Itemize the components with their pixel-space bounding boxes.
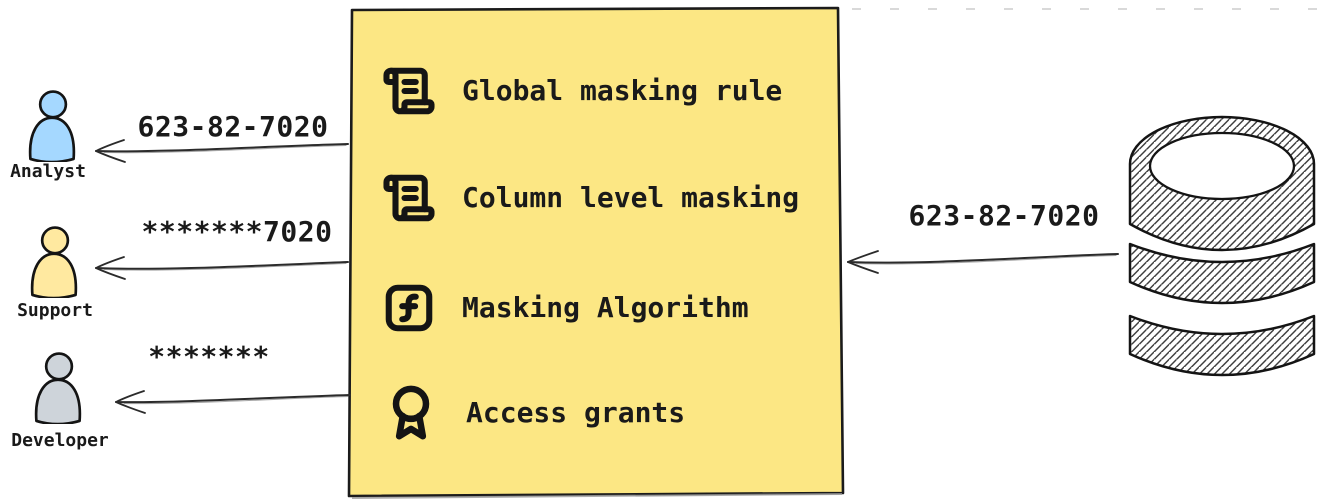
masking-box-item-label: Masking Algorithm [462,291,749,324]
function-square-icon [385,284,433,332]
analyst-avatar [28,90,76,162]
analyst-flow-value: 623-82-7020 [137,110,329,143]
analyst-flow-arrow [95,139,349,163]
database-icon [1128,115,1316,377]
database-flow-value: 623-82-7020 [908,199,1100,232]
support-flow-value: *******7020 [141,215,333,248]
support-flow-arrow [95,256,349,280]
masking-box-item-label: Column level masking [462,181,800,214]
developer-flow-value: ******* [148,340,270,373]
support-avatar [30,226,78,298]
masking-box-shadow-stroke [351,493,843,499]
developer-avatar-label: Developer [11,430,109,451]
canvas-top-edge-mark [852,8,1338,10]
masking-box-item: Masking Algorithm [382,279,749,337]
masking-box-item: Global masking rule [382,62,782,120]
developer-avatar [34,352,82,424]
scroll-text-icon [383,174,435,222]
database-middle-segment [1128,242,1316,305]
masking-box-item: Access grants [382,384,685,442]
database-bottom-segment [1128,314,1316,377]
award-icon [392,385,430,440]
masking-box-background [347,6,845,498]
scroll-text-icon [383,67,435,115]
masking-box-item: Column level masking [382,169,799,227]
developer-flow-arrow [115,390,351,414]
database-top-opening [1148,131,1296,201]
masking-box-item-label: Global masking rule [462,74,783,107]
database-flow-arrow [847,250,1119,274]
analyst-avatar-label: Analyst [10,161,86,182]
masking-box-item-label: Access grants [466,396,686,429]
support-avatar-label: Support [17,300,93,321]
masking-box [347,6,845,499]
